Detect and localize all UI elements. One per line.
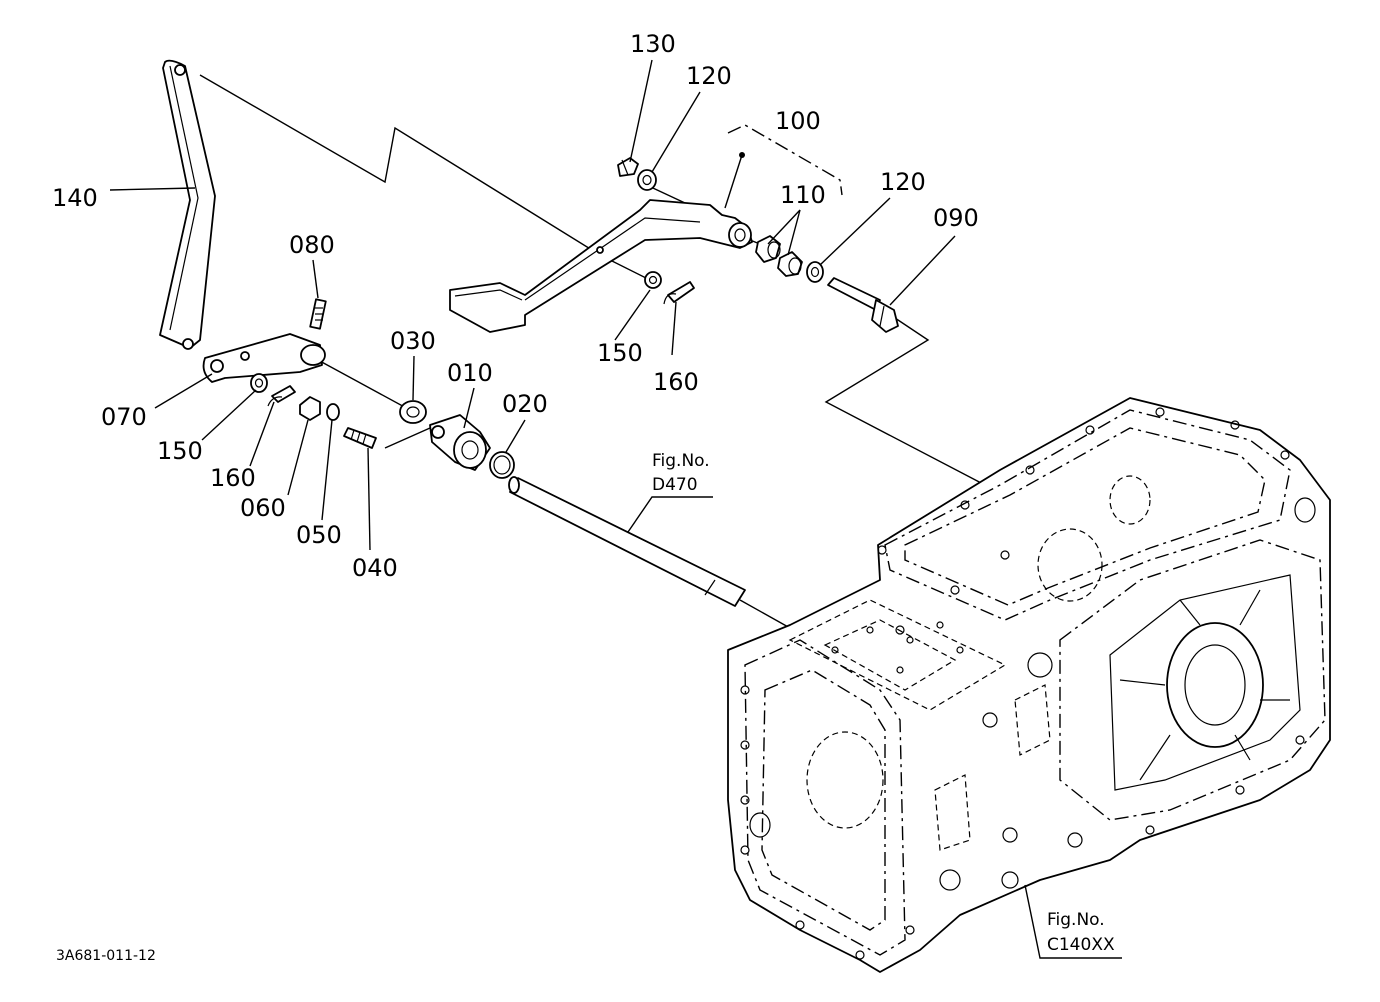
callout-010: 010 — [447, 359, 493, 387]
bushings-110 — [755, 235, 803, 277]
callout-160-right: 160 — [653, 368, 699, 396]
callout-150-left: 150 — [157, 437, 203, 465]
rod-140 — [159, 59, 216, 350]
ref-c140-line2: C140XX — [1047, 935, 1115, 955]
o-ring-020 — [489, 451, 515, 479]
ref-c140-line1: Fig.No. — [1047, 910, 1105, 930]
callout-150-right: 150 — [597, 339, 643, 367]
pedal-100 — [449, 152, 753, 333]
diagram-code: 3A681-011-12 — [56, 948, 156, 964]
bracket-100 — [727, 124, 843, 196]
callout-120-lower: 120 — [880, 168, 926, 196]
boss-010 — [429, 414, 491, 471]
lever-arm-070 — [202, 333, 326, 383]
washers-120 — [637, 169, 824, 283]
callout-labels: 130 120 100 110 120 090 140 080 030 010 … — [52, 30, 979, 582]
callout-080: 080 — [289, 231, 335, 259]
bearing-030 — [399, 400, 427, 424]
transmission-case — [727, 397, 1331, 973]
callout-160-left: 160 — [210, 464, 256, 492]
callout-070: 070 — [101, 403, 147, 431]
callout-100: 100 — [775, 107, 821, 135]
spring-pin-080 — [309, 298, 327, 330]
callout-130: 130 — [630, 30, 676, 58]
callout-110: 110 — [780, 181, 826, 209]
leader-lines — [109, 59, 1122, 959]
callout-030: 030 — [390, 327, 436, 355]
left-hardware — [250, 373, 377, 449]
callout-050: 050 — [296, 521, 342, 549]
callout-140: 140 — [52, 184, 98, 212]
callout-120-upper: 120 — [686, 62, 732, 90]
figure-references: Fig.No. D470 Fig.No. C140XX — [652, 451, 1115, 955]
ref-d470-line1: Fig.No. — [652, 451, 710, 471]
bolt-090 — [827, 277, 899, 333]
clip-130 — [617, 157, 639, 177]
callout-020: 020 — [502, 390, 548, 418]
ref-d470-line2: D470 — [652, 475, 698, 495]
callout-090: 090 — [933, 204, 979, 232]
right-washer-pin — [644, 271, 695, 305]
callout-060: 060 — [240, 494, 286, 522]
callout-040: 040 — [352, 554, 398, 582]
shaft-d470 — [508, 476, 746, 607]
